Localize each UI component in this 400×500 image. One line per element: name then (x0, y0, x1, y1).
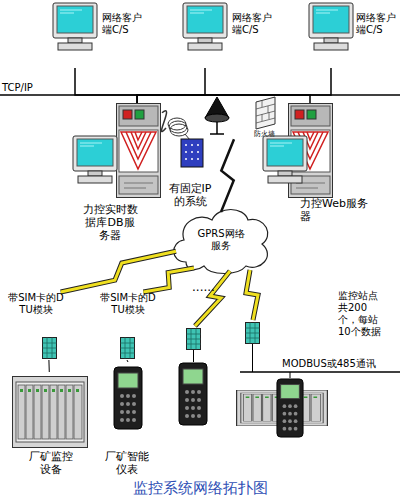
node-label: 厂矿监控设备 (28, 450, 74, 476)
dtu-module (43, 338, 57, 359)
ellipsis: ...... (192, 280, 232, 294)
server-monitor (263, 136, 307, 183)
gprs-cloud (174, 210, 268, 274)
modbus-drop (290, 372, 291, 378)
dtu-module (246, 323, 260, 344)
cable-link-stroke (161, 111, 166, 132)
tcp-ip-bus (0, 94, 400, 96)
lan-link-stroke (137, 95, 310, 103)
node-label: GPRS网络服务 (193, 228, 249, 252)
wire-link (48, 360, 49, 372)
diagram-caption: 监控系统网络拓扑图 (0, 479, 400, 497)
dtu-module (187, 329, 201, 350)
smart-meter-icon (179, 363, 207, 425)
lan-link-stroke (137, 68, 331, 103)
wireless-link (61, 251, 176, 292)
firewall (256, 97, 275, 129)
node-label: 厂矿智能仪表 (104, 450, 150, 476)
protocol-label: MODBUS或485通讯 (282, 358, 400, 370)
lan-link (75, 68, 137, 103)
client-monitor (183, 3, 227, 50)
node-label: 带SIM卡的DTU模块 (8, 292, 64, 316)
wire-link-stroke (127, 360, 128, 362)
wireless-link-stroke (61, 251, 176, 292)
dtu-node: 带SIM卡的DTU模块 (8, 292, 70, 360)
web-server: 力控Web服务器 (262, 103, 372, 218)
gprs-network: GPRS网络服务 (176, 212, 266, 268)
cable-coil (168, 118, 190, 140)
client-pc: 网络客户端C/S (50, 0, 156, 68)
wireless-link-stroke (221, 139, 234, 212)
smart-meter-icon (114, 367, 142, 429)
client-monitor (309, 3, 353, 50)
dtu-wire (252, 344, 253, 372)
bus-label: TCP/IP (2, 82, 62, 94)
smart-meter-icon (277, 379, 303, 437)
lan-link-stroke (137, 68, 205, 103)
firewall-label: 防火墙 (254, 130, 284, 138)
plc-rack (13, 377, 88, 448)
modem-dots (185, 144, 199, 160)
node-label: 力控实时数据库DB服务器 (82, 203, 138, 243)
dtu-wire (193, 350, 194, 362)
lan-link (137, 95, 310, 103)
client-monitor (53, 3, 97, 50)
node-label: 网络客户端C/S (232, 12, 274, 36)
wireless-link (221, 139, 234, 212)
node-label: 网络客户端C/S (356, 12, 398, 36)
modbus-line (240, 371, 400, 373)
wire-link (127, 360, 128, 362)
wireless-link-stroke (143, 268, 194, 292)
client-pc: 网络客户端C/S (306, 0, 400, 68)
lan-link (137, 68, 331, 103)
wireless-link-stroke (143, 268, 194, 292)
db-server: 力控实时数据库DB服务器 (70, 103, 162, 243)
lightning-bolt (195, 271, 230, 326)
dtu-node: 带SIM卡的DTU模块 (100, 292, 162, 360)
fixed-ip-system: 有固定IP的系统 (166, 100, 234, 212)
site-note: 监控站点共200个，每站10个数据 (338, 290, 386, 338)
node-label: 带SIM卡的DTU模块 (100, 292, 156, 316)
node-label: 力控Web服务器 (300, 197, 370, 223)
server-tower (117, 104, 161, 198)
node-label: 网络客户端C/S (102, 12, 144, 36)
modem-box (181, 139, 203, 167)
node-label: 有固定IP的系统 (166, 182, 214, 208)
client-pc: 网络客户端C/S (180, 0, 286, 68)
smart-meter: 厂矿智能仪表 (100, 362, 156, 476)
cable-link (161, 111, 166, 132)
dtu-module (121, 338, 135, 359)
lan-link (137, 68, 205, 103)
server-monitor (73, 136, 117, 183)
monitoring-equipment: 厂矿监控设备 (8, 372, 94, 476)
wire-link-stroke (48, 360, 49, 372)
antenna-dish (205, 97, 229, 134)
wireless-link (143, 268, 194, 292)
lightning-bolt (246, 270, 258, 320)
wireless-link-stroke (61, 251, 176, 292)
lan-link-stroke (75, 68, 137, 103)
